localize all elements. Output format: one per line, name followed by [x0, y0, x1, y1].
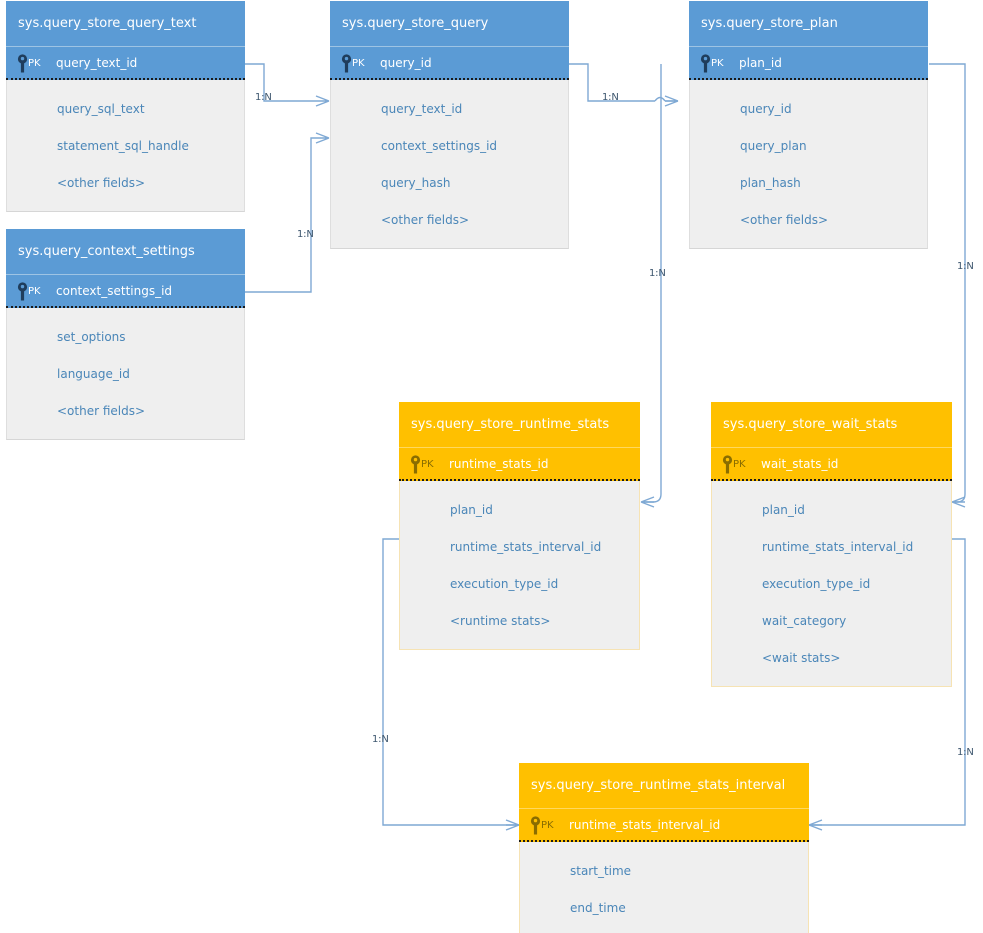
entity-pk-row[interactable]: PK query_text_id [6, 47, 245, 80]
entity-field: end_time [570, 901, 626, 915]
entity-fields: plan_id runtime_stats_interval_id execut… [711, 481, 952, 687]
key-icon [410, 455, 421, 474]
pk-badge: PK [28, 286, 41, 297]
entity-query-store-runtime-stats-interval[interactable]: sys.query_store_runtime_stats_interval P… [519, 763, 809, 933]
entity-field: <other fields> [381, 213, 470, 227]
entity-query-context-settings[interactable]: sys.query_context_settings PK context_se… [6, 229, 245, 440]
rel-query-text-to-query [245, 63, 330, 107]
entity-title: sys.query_store_runtime_stats_interval [519, 763, 809, 809]
key-icon [700, 54, 711, 73]
rel-plan-to-runtime-stats [640, 64, 662, 508]
entity-pk-row[interactable]: PK plan_id [689, 47, 928, 80]
entity-pk-row[interactable]: PK context_settings_id [6, 275, 245, 308]
pk-field-name: context_settings_id [56, 284, 173, 298]
key-icon [722, 455, 733, 474]
pk-badge: PK [421, 459, 434, 470]
rel-context-settings-to-query [245, 132, 330, 293]
entity-field: query_text_id [381, 102, 463, 116]
entity-field: runtime_stats_interval_id [450, 540, 602, 554]
entity-field: <other fields> [57, 176, 146, 190]
entity-fields: query_id query_plan plan_hash <other fie… [689, 80, 928, 249]
entity-field: <other fields> [57, 404, 146, 418]
entity-field: query_sql_text [57, 102, 145, 116]
entity-field: start_time [570, 864, 632, 878]
pk-badge: PK [28, 58, 41, 69]
entity-field: plan_hash [740, 176, 801, 190]
key-icon [341, 54, 352, 73]
entity-field: query_plan [740, 139, 807, 153]
pk-field-name: plan_id [739, 56, 782, 70]
entity-query-store-plan[interactable]: sys.query_store_plan PK plan_id query_id… [689, 1, 928, 249]
entity-title: sys.query_store_plan [689, 1, 928, 47]
entity-field: set_options [57, 330, 126, 344]
pk-badge: PK [711, 58, 724, 69]
cardinality-label: 1:N [649, 268, 666, 279]
rel-plan-to-wait-stats [929, 63, 966, 508]
key-icon [17, 282, 28, 301]
key-icon [17, 54, 28, 73]
entity-field: <runtime stats> [450, 614, 551, 628]
entity-pk-row[interactable]: PK runtime_stats_id [399, 448, 640, 481]
entity-field: language_id [57, 367, 130, 381]
cardinality-label: 1:N [957, 261, 974, 272]
entity-field: plan_id [450, 503, 493, 517]
entity-query-store-query-text[interactable]: sys.query_store_query_text PK query_text… [6, 1, 245, 212]
pk-badge: PK [733, 459, 746, 470]
entity-fields: start_time end_time [519, 842, 809, 933]
entity-title: sys.query_store_query [330, 1, 569, 47]
entity-title: sys.query_store_runtime_stats [399, 402, 640, 448]
cardinality-label: 1:N [372, 734, 389, 745]
entity-pk-row[interactable]: PK wait_stats_id [711, 448, 952, 481]
pk-badge: PK [352, 58, 365, 69]
entity-pk-row[interactable]: PK runtime_stats_interval_id [519, 809, 809, 842]
entity-fields: query_text_id context_settings_id query_… [330, 80, 569, 249]
cardinality-label: 1:N [957, 747, 974, 758]
entity-field: execution_type_id [762, 577, 871, 591]
cardinality-label: 1:N [602, 92, 619, 103]
pk-field-name: wait_stats_id [761, 457, 839, 471]
entity-field: context_settings_id [381, 139, 498, 153]
entity-field: plan_id [762, 503, 805, 517]
entity-title: sys.query_store_query_text [6, 1, 245, 47]
entity-pk-row[interactable]: PK query_id [330, 47, 569, 80]
pk-field-name: query_id [380, 56, 432, 70]
entity-title: sys.query_context_settings [6, 229, 245, 275]
entity-query-store-query[interactable]: sys.query_store_query PK query_id query_… [330, 1, 569, 249]
entity-field: query_id [740, 102, 792, 116]
cardinality-label: 1:N [297, 229, 314, 240]
entity-query-store-runtime-stats[interactable]: sys.query_store_runtime_stats PK runtime… [399, 402, 640, 650]
pk-badge: PK [541, 820, 554, 831]
cardinality-label: 1:N [255, 92, 272, 103]
entity-field: statement_sql_handle [57, 139, 189, 153]
entity-fields: set_options language_id <other fields> [6, 308, 245, 440]
rel-interval-to-wait-stats [808, 538, 966, 831]
pk-field-name: runtime_stats_id [449, 457, 549, 471]
rel-interval-to-runtime-stats [382, 538, 520, 831]
entity-field: <wait stats> [762, 651, 841, 665]
entity-query-store-wait-stats[interactable]: sys.query_store_wait_stats PK wait_stats… [711, 402, 952, 687]
rel-query-to-plan [569, 63, 679, 107]
entity-fields: query_sql_text statement_sql_handle <oth… [6, 80, 245, 212]
entity-fields: plan_id runtime_stats_interval_id execut… [399, 481, 640, 650]
pk-field-name: query_text_id [56, 56, 138, 70]
entity-field: <other fields> [740, 213, 829, 227]
pk-field-name: runtime_stats_interval_id [569, 818, 721, 832]
entity-field: wait_category [762, 614, 847, 628]
entity-field: execution_type_id [450, 577, 559, 591]
entity-field: runtime_stats_interval_id [762, 540, 914, 554]
key-icon [530, 816, 541, 835]
entity-title: sys.query_store_wait_stats [711, 402, 952, 448]
entity-field: query_hash [381, 176, 451, 190]
